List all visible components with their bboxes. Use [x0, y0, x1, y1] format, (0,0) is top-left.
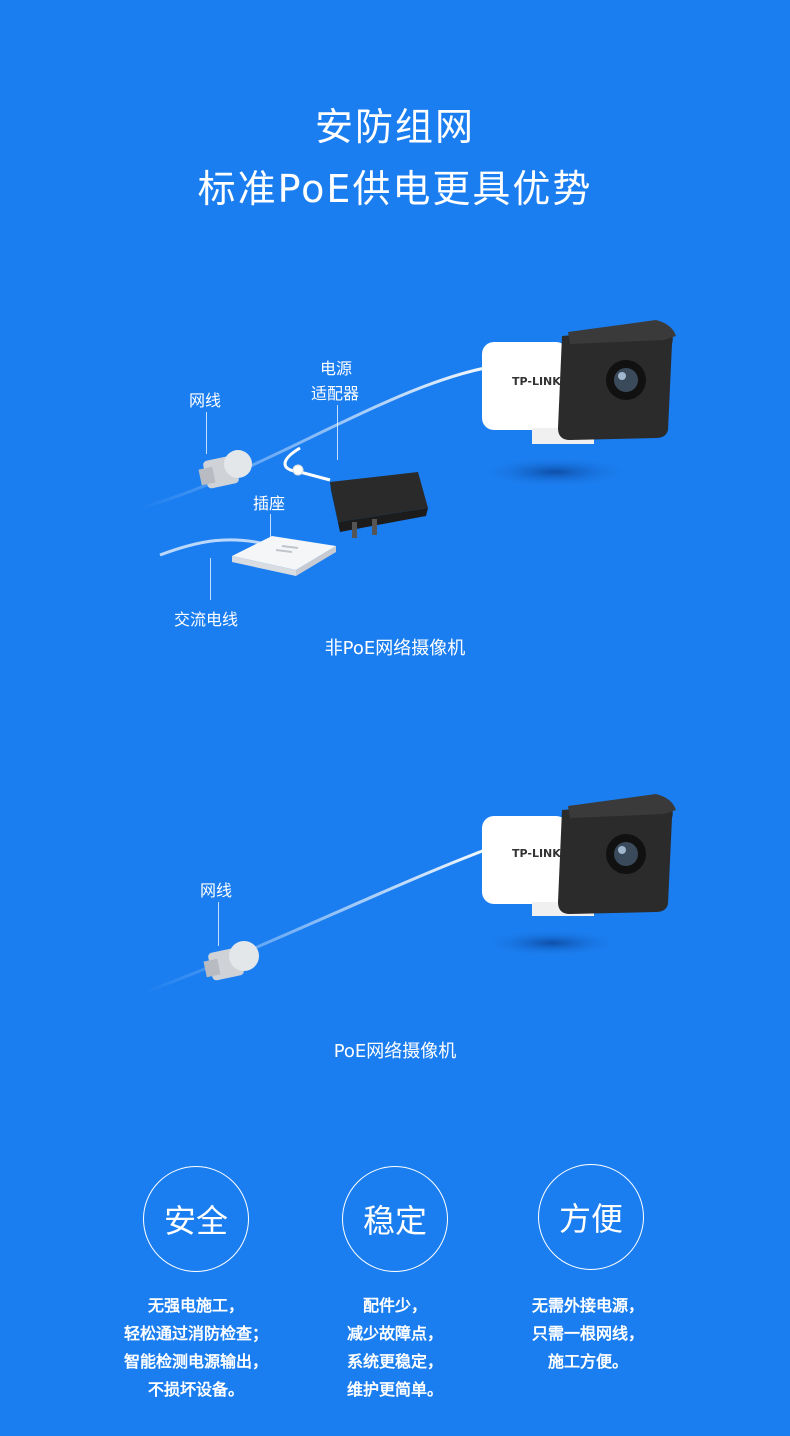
feature-line: 维护更简单。 — [346, 1380, 443, 1399]
caption-poe: PoE网络摄像机 — [333, 1041, 457, 1062]
ethernet-cable — [144, 848, 486, 994]
poe-diagram — [144, 794, 676, 994]
nonpoe-diagram — [139, 320, 676, 576]
label-ac-cable: 交流电线 — [174, 610, 239, 629]
leader-ac-cable — [210, 558, 211, 600]
label-adapter-line1: 电源 — [320, 359, 353, 378]
rj45-connector — [203, 941, 259, 981]
feature-circle-safe: 安全 — [143, 1166, 249, 1272]
caption-nonpoe: 非PoE网络摄像机 — [324, 638, 466, 659]
feature-desc-convenient: 无需外接电源， 只需一根网线， 施工方便。 — [478, 1292, 698, 1376]
feature-line: 系统更稳定， — [346, 1352, 443, 1371]
camera-shadow — [480, 929, 624, 957]
power-adapter — [330, 472, 428, 538]
feature-line: 轻松通过消防检查； — [123, 1324, 268, 1343]
page-title-line1: 安防组网 — [314, 105, 475, 149]
rj45-connector — [198, 450, 252, 489]
feature-line: 施工方便。 — [547, 1352, 628, 1371]
camera-brand-label: TP-LINK — [512, 375, 561, 388]
label-socket: 插座 — [253, 494, 286, 513]
ac-cable — [159, 538, 271, 557]
feature-line: 只需一根网线， — [531, 1324, 644, 1343]
feature-line: 不损坏设备。 — [147, 1380, 244, 1399]
ethernet-cable — [139, 366, 486, 510]
feature-desc-safe: 无强电施工， 轻松通过消防检查； 智能检测电源输出， 不损坏设备。 — [86, 1292, 306, 1404]
camera-poe — [482, 794, 676, 916]
camera-nonpoe — [482, 320, 676, 444]
camera-brand-label: TP-LINK — [512, 847, 561, 860]
feature-line: 智能检测电源输出， — [123, 1352, 268, 1371]
feature-circle-stable: 稳定 — [342, 1166, 448, 1272]
feature-desc-stable: 配件少， 减少故障点， 系统更稳定， 维护更简单。 — [285, 1292, 505, 1404]
feature-line: 无需外接电源， — [531, 1296, 644, 1315]
leader-socket — [270, 514, 271, 538]
leader-cable-poe — [218, 902, 219, 946]
feature-line: 减少故障点， — [346, 1324, 443, 1343]
wall-socket — [232, 536, 336, 576]
feature-line: 无强电施工， — [147, 1296, 244, 1315]
label-cable-nonpoe: 网线 — [189, 391, 222, 410]
page-title-line2: 标准PoE供电更具优势 — [197, 167, 593, 211]
adapter-lead — [283, 446, 331, 482]
leader-adapter — [337, 405, 338, 460]
label-adapter-line2: 适配器 — [311, 384, 360, 403]
feature-circle-convenient: 方便 — [538, 1164, 644, 1270]
leader-cable-nonpoe — [206, 412, 207, 454]
camera-shadow — [475, 456, 635, 488]
label-cable-poe: 网线 — [200, 881, 233, 900]
feature-line: 配件少， — [362, 1296, 427, 1315]
